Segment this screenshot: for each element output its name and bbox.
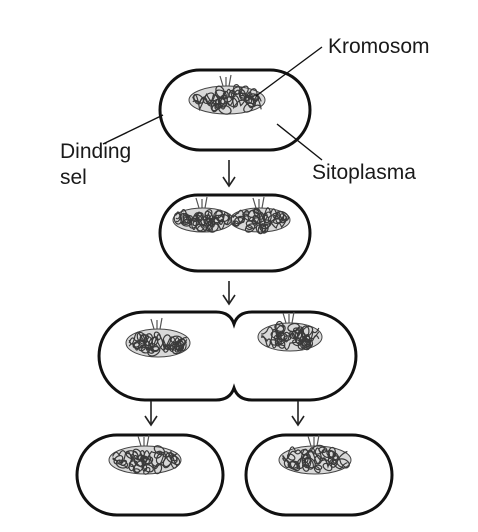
arrow-down-icon	[222, 281, 236, 306]
stage-4-daughter-cell-left	[75, 433, 225, 517]
daughter-chromosome-left	[108, 434, 182, 475]
daughter-chromosome-right	[278, 434, 352, 475]
chromosome-label: Kromosom	[328, 35, 430, 58]
arrow-down-icon	[222, 160, 236, 188]
dividing-chromosome-left	[125, 317, 191, 358]
elongated-cell-wall	[158, 193, 312, 273]
stage-3-dividing-cell	[97, 310, 358, 402]
dividing-chromosome-right	[257, 311, 323, 352]
stage-2-replicated-cell	[158, 193, 312, 273]
parent-chromosome	[188, 74, 266, 115]
duplicated-chromosome-right	[229, 196, 291, 235]
cell-wall-leader-line	[102, 114, 164, 145]
dividing-cell-wall	[97, 310, 358, 402]
chromosome-leader-line	[255, 46, 323, 97]
cytoplasm-label: Sitoplasma	[312, 161, 416, 184]
arrow-down-icon	[291, 401, 305, 427]
stage-1-parent-cell	[158, 68, 312, 152]
cell-wall-label-line1: Dinding	[60, 140, 131, 163]
cell-wall-label-line2: sel	[60, 166, 87, 189]
cytoplasm-leader-line	[276, 123, 323, 161]
stage-4-daughter-cell-right	[244, 433, 394, 517]
arrow-down-icon	[144, 401, 158, 427]
duplicated-chromosome-left	[172, 196, 234, 233]
